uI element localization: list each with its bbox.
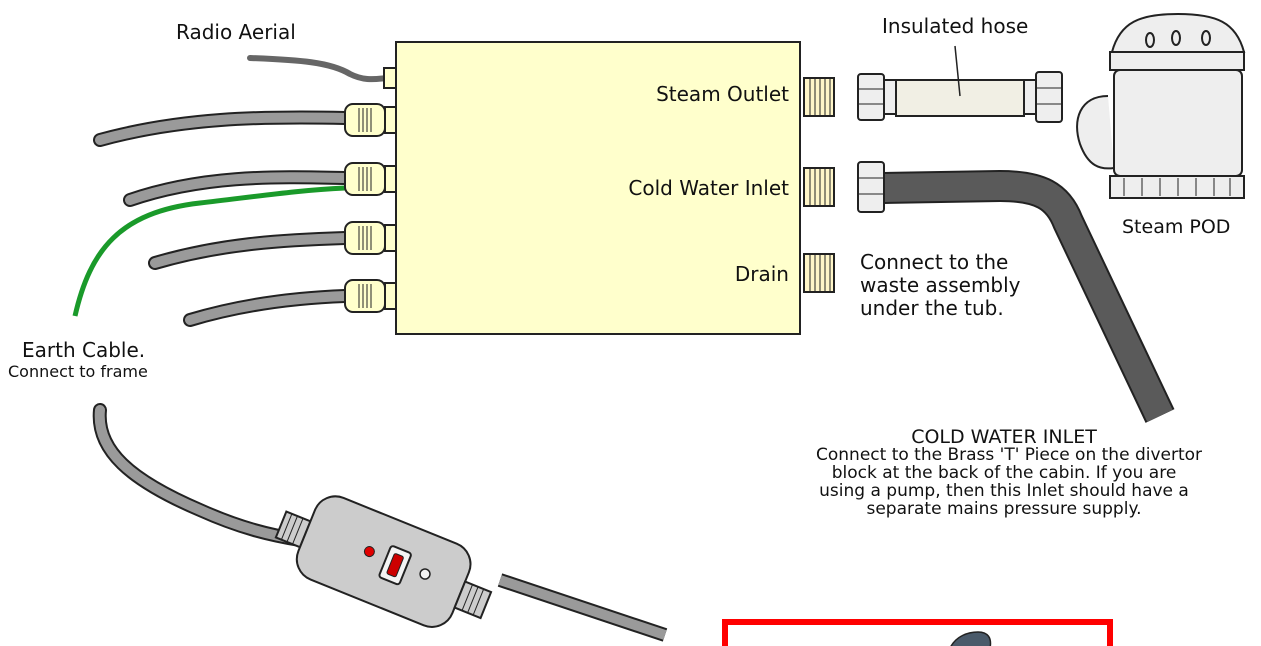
steam-outlet-label: Steam Outlet bbox=[656, 82, 789, 106]
drain-note-line: Connect to the bbox=[860, 250, 1009, 274]
cold-water-hose bbox=[857, 161, 1175, 423]
drain-note-line: waste assembly bbox=[860, 273, 1021, 297]
inlet-note-line: block at the back of the cabin. If you a… bbox=[831, 463, 1177, 483]
drain-note-line: under the tub. bbox=[860, 296, 1004, 320]
insulated-hose bbox=[857, 45, 1063, 123]
steam-pod-icon bbox=[1076, 12, 1246, 199]
inlet-heading: COLD WATER INLET bbox=[911, 426, 1097, 448]
earth-cable-title: Earth Cable. bbox=[22, 338, 146, 362]
control-box bbox=[395, 41, 801, 335]
inlet-note-line: using a pump, then this Inlet should hav… bbox=[819, 481, 1189, 501]
gland-icon bbox=[344, 103, 398, 313]
radio-aerial-label: Radio Aerial bbox=[176, 20, 296, 44]
earth-cable-note: Connect to frame bbox=[8, 362, 148, 381]
highlight-frame bbox=[722, 619, 1113, 646]
inlet-note: COLD WATER INLET Connect to the Brass 'T… bbox=[816, 426, 1203, 519]
rcd-plug-icon bbox=[92, 403, 668, 642]
drain-label: Drain bbox=[734, 262, 789, 286]
radio-aerial-icon bbox=[247, 55, 389, 83]
inlet-note-line: separate mains pressure supply. bbox=[866, 499, 1142, 519]
cold-water-inlet-label: Cold Water Inlet bbox=[628, 176, 789, 200]
threaded-fitting-icon bbox=[803, 77, 835, 293]
power-cables bbox=[93, 110, 352, 327]
steam-pod-label: Steam POD bbox=[1122, 216, 1231, 238]
insulated-hose-label: Insulated hose bbox=[882, 14, 1029, 38]
drain-note: Connect to the waste assembly under the … bbox=[860, 251, 1021, 320]
earth-cable bbox=[72, 185, 346, 317]
inlet-note-line: Connect to the Brass 'T' Piece on the di… bbox=[816, 445, 1203, 465]
